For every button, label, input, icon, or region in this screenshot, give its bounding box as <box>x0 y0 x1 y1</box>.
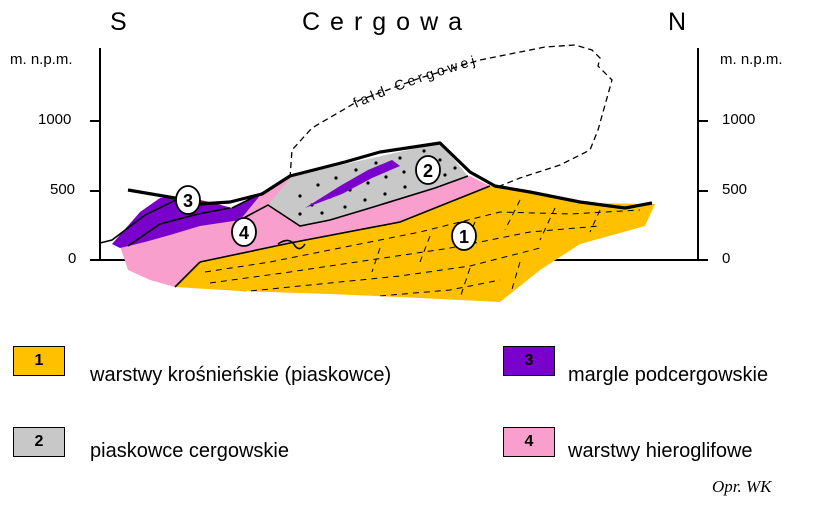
marker-1: 1 <box>452 222 476 250</box>
legend-label-2: piaskowce cergowskie <box>90 441 289 461</box>
legend-label-3: margle podcergowskie <box>568 365 768 385</box>
marker-3-label: 3 <box>183 191 193 211</box>
marker-1-label: 1 <box>459 227 469 247</box>
marker-3: 3 <box>176 186 200 214</box>
marker-2: 2 <box>416 156 440 184</box>
author-credit: Opr. WK <box>712 478 772 495</box>
legend-swatch-2: 2 <box>13 427 65 457</box>
legend-label-1: warstwy krośnieńskie (piaskowce) <box>90 365 391 385</box>
marker-4-label: 4 <box>239 223 249 243</box>
fold-label: fałd Cergowej <box>351 51 480 110</box>
legend-num-4: 4 <box>525 433 534 451</box>
legend-label-4: warstwy hieroglifowe <box>568 441 753 461</box>
marker-2-label: 2 <box>423 161 433 181</box>
legend-num-3: 3 <box>525 352 534 370</box>
marker-4: 4 <box>232 218 256 246</box>
legend-num-2: 2 <box>35 433 44 451</box>
legend-swatch-4: 4 <box>503 427 555 457</box>
left-axis <box>90 48 100 260</box>
legend-num-1: 1 <box>35 352 44 370</box>
fold-label-path: fałd Cergowej <box>351 51 480 110</box>
legend-swatch-3: 3 <box>503 346 555 376</box>
right-axis <box>698 48 708 260</box>
legend-swatch-1: 1 <box>13 346 65 376</box>
